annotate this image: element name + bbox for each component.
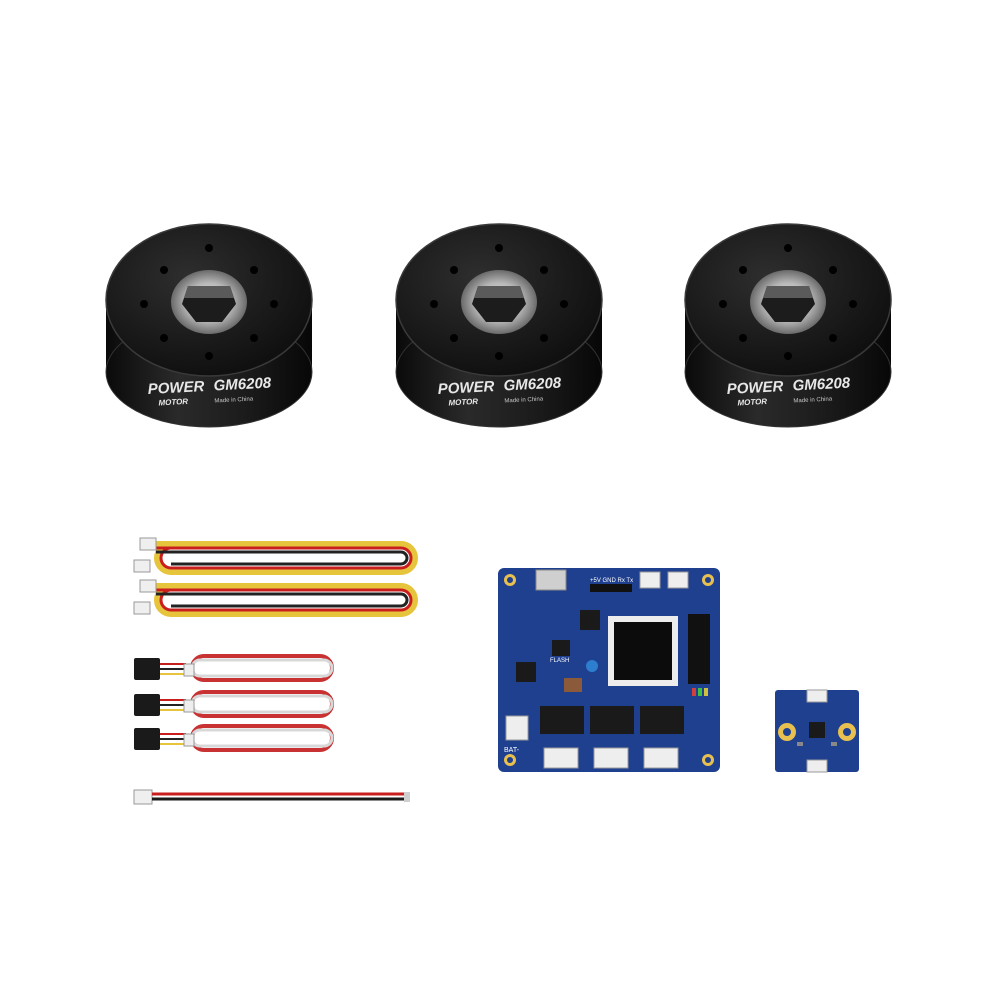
cable-set [133,537,418,805]
motor-1-brand-top: POWER [147,378,205,398]
motor-3-made-in: Made in China [793,396,833,404]
motor-3-brand-bottom: MOTOR [737,397,767,408]
motor-1-made-in: Made in China [214,396,254,404]
gimbal-motor-2: POWER MOTOR GM6208 Made in China [395,223,603,428]
motor-3-brand-top: POWER [726,378,784,398]
servo-cable-2 [134,690,334,718]
board-flash-label: FLASH [550,658,569,664]
motor-2-model: GM6208 [503,375,562,395]
motor-2-brand-top: POWER [437,378,495,398]
gimbal-controller-board: +5V GND Rx Tx FLASH BAT- [498,568,720,772]
motor-1-brand-bottom: MOTOR [158,397,188,408]
looped-cable-1 [133,537,418,575]
looped-cable-2 [133,579,418,617]
motor-2-made-in: Made in China [504,396,544,404]
gimbal-motor-3: POWER MOTOR GM6208 Made in China [684,223,892,428]
servo-cable-3 [134,724,334,752]
power-lead [133,789,410,805]
board-bat-label: BAT- [504,747,520,754]
board-header-label: +5V GND Rx Tx [590,578,633,584]
motor-2-brand-bottom: MOTOR [448,397,478,408]
gimbal-motor-1: POWER MOTOR GM6208 Made in China [105,223,313,428]
motor-1-model: GM6208 [213,375,272,395]
imu-sensor-board [775,689,859,773]
motor-3-model: GM6208 [792,375,851,395]
servo-cable-1 [134,654,334,682]
